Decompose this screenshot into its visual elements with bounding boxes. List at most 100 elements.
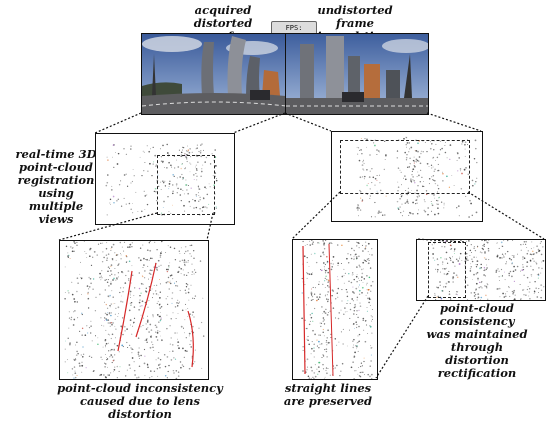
point xyxy=(308,335,309,337)
point xyxy=(182,365,185,368)
point xyxy=(371,347,373,349)
point xyxy=(109,294,111,297)
point xyxy=(81,334,83,336)
point xyxy=(93,251,96,253)
point xyxy=(104,366,106,368)
point xyxy=(149,257,152,260)
point xyxy=(184,263,186,266)
point xyxy=(209,163,212,165)
point xyxy=(362,371,364,374)
point xyxy=(201,206,204,209)
point xyxy=(115,307,117,309)
point xyxy=(359,190,362,193)
point xyxy=(370,354,372,356)
point xyxy=(202,164,204,166)
point xyxy=(439,196,441,198)
distorted-street-image xyxy=(142,34,286,114)
point xyxy=(358,333,361,336)
point xyxy=(144,195,146,197)
point xyxy=(417,171,419,173)
point xyxy=(355,370,357,372)
point xyxy=(180,247,182,249)
point xyxy=(100,373,103,376)
point xyxy=(106,357,107,358)
point xyxy=(169,274,172,277)
point xyxy=(448,270,450,272)
point xyxy=(337,279,339,281)
point xyxy=(316,339,318,341)
point xyxy=(331,242,333,245)
point xyxy=(356,299,358,301)
point xyxy=(367,332,369,334)
point xyxy=(107,312,109,314)
point xyxy=(128,344,131,347)
point xyxy=(485,258,487,261)
point xyxy=(75,358,77,360)
point xyxy=(435,299,437,300)
point xyxy=(437,170,439,172)
point xyxy=(471,252,473,254)
point xyxy=(144,355,146,357)
point xyxy=(168,211,170,213)
point xyxy=(526,252,529,255)
point xyxy=(143,151,145,153)
point xyxy=(116,277,118,280)
point xyxy=(440,257,442,259)
point xyxy=(446,157,448,159)
point xyxy=(536,245,538,248)
point xyxy=(453,253,455,254)
point xyxy=(125,203,127,205)
point xyxy=(157,259,160,262)
point xyxy=(132,212,134,214)
point xyxy=(358,325,360,328)
point xyxy=(369,375,371,378)
point xyxy=(532,253,535,256)
point xyxy=(461,260,463,261)
point xyxy=(103,325,105,327)
point xyxy=(371,168,373,170)
point xyxy=(444,258,446,260)
point xyxy=(171,350,174,353)
point xyxy=(324,272,327,274)
point xyxy=(477,298,479,300)
point xyxy=(473,273,475,276)
point xyxy=(128,246,130,249)
point xyxy=(156,249,158,251)
point xyxy=(307,366,309,368)
point xyxy=(425,193,428,196)
point xyxy=(170,212,172,214)
point xyxy=(365,260,367,262)
point xyxy=(327,329,329,332)
point xyxy=(322,250,324,253)
point xyxy=(307,336,309,338)
point xyxy=(309,320,311,322)
point xyxy=(182,327,185,329)
point xyxy=(464,148,466,150)
edge-line xyxy=(328,243,334,377)
point xyxy=(106,279,108,281)
point xyxy=(143,362,146,365)
point xyxy=(116,278,118,280)
point xyxy=(130,148,132,150)
point xyxy=(318,283,320,286)
point xyxy=(351,291,354,293)
point xyxy=(92,278,95,280)
point xyxy=(120,205,123,207)
point xyxy=(104,344,106,346)
consistent-inset-box xyxy=(340,140,470,194)
point xyxy=(138,355,140,357)
point xyxy=(326,344,328,346)
point xyxy=(442,286,445,288)
point xyxy=(180,273,182,275)
point xyxy=(116,377,118,379)
point xyxy=(522,289,524,291)
point xyxy=(145,290,147,292)
point xyxy=(464,143,466,146)
point xyxy=(107,358,109,360)
point xyxy=(73,359,76,362)
point xyxy=(189,171,191,173)
point xyxy=(128,202,131,205)
point xyxy=(82,346,84,348)
point xyxy=(408,166,411,168)
point xyxy=(416,199,418,201)
